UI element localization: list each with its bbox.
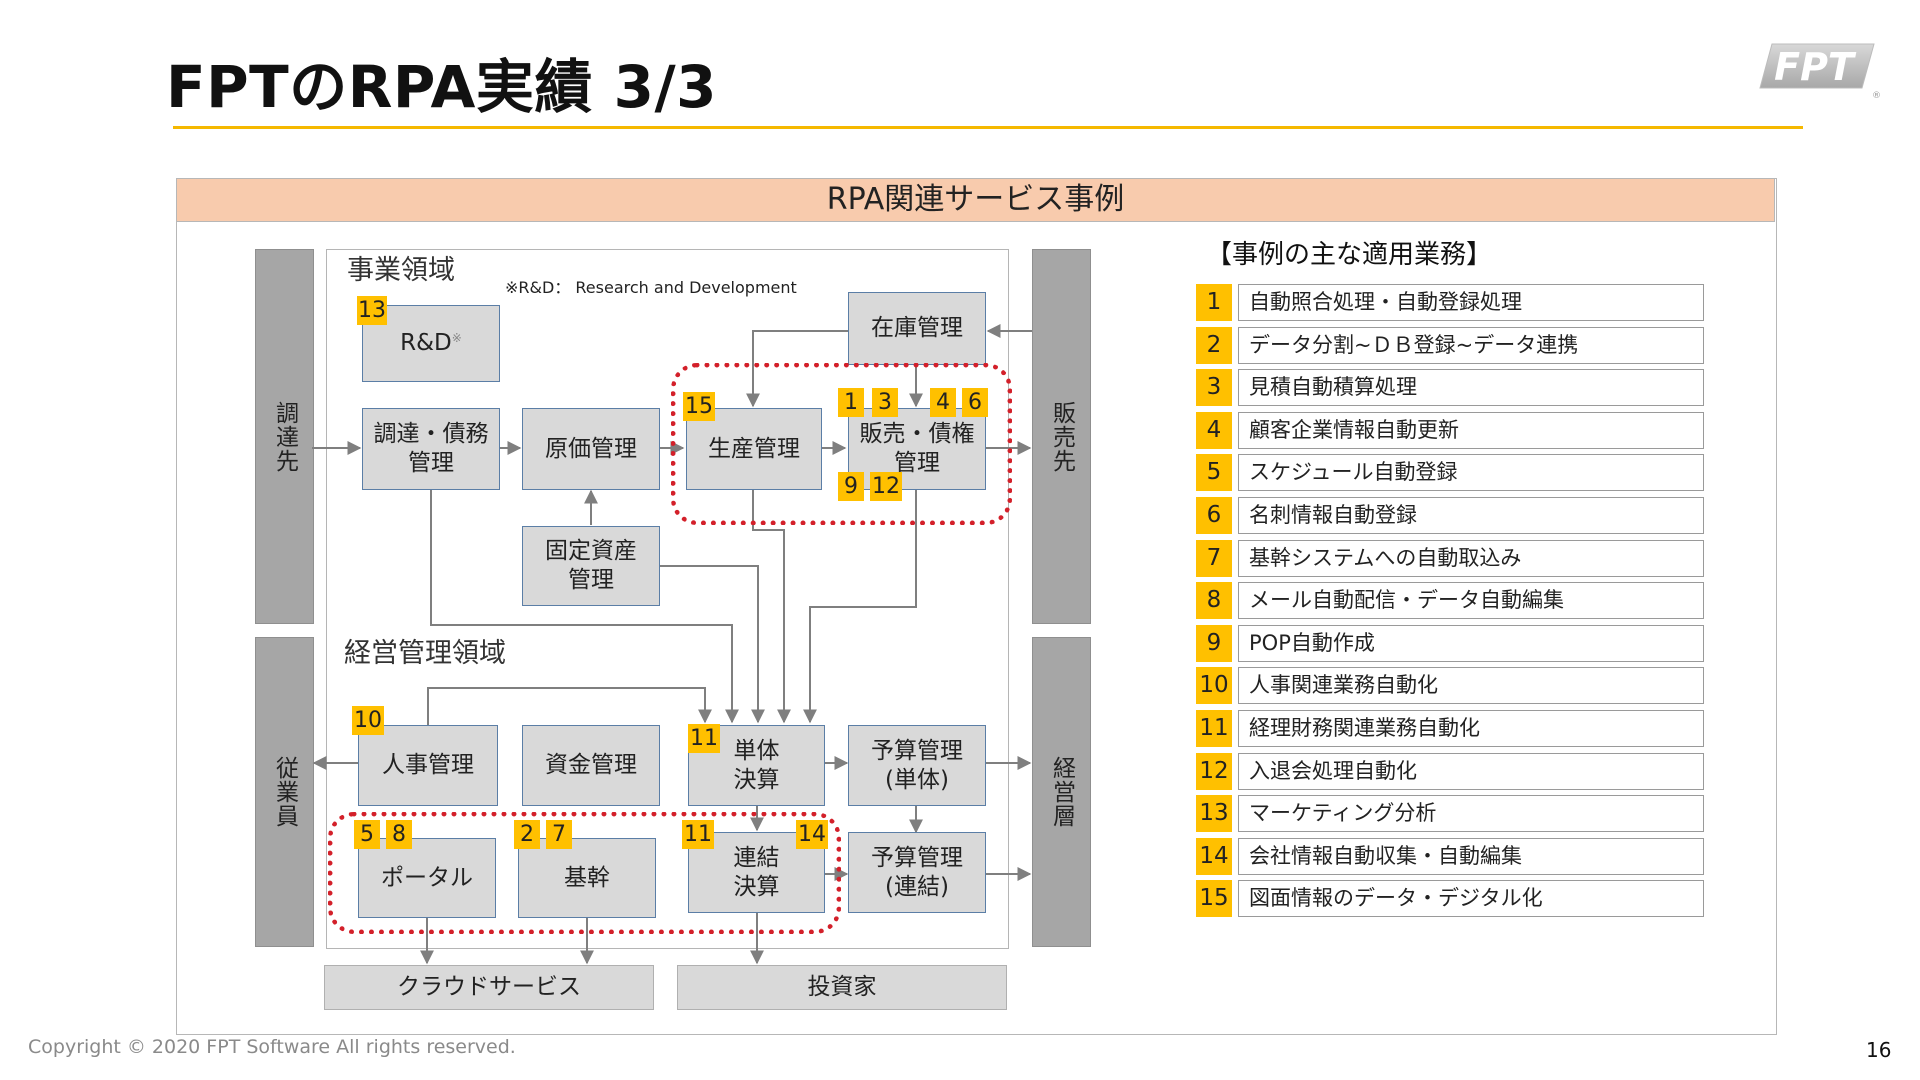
case-list-title: 【事例の主な適用業務】 bbox=[1206, 240, 1493, 270]
case-description: 名刺情報自動登録 bbox=[1238, 497, 1704, 534]
case-description: 図面情報のデータ・デジタル化 bbox=[1238, 880, 1704, 918]
badge-2: 2 bbox=[514, 820, 540, 849]
svg-text:®: ® bbox=[1872, 91, 1881, 101]
box-portal: ポータル bbox=[358, 838, 496, 918]
case-number: 5 bbox=[1196, 454, 1232, 492]
badge-14: 14 bbox=[796, 820, 828, 849]
pillar-employees: 従業員 bbox=[255, 637, 314, 947]
case-number: 6 bbox=[1196, 497, 1232, 534]
badge-15: 15 bbox=[683, 392, 715, 421]
case-number: 4 bbox=[1196, 411, 1232, 449]
case-description: POP自動作成 bbox=[1238, 624, 1704, 662]
box-cloud-services: クラウドサービス bbox=[324, 965, 654, 1010]
case-description: 自動照合処理・自動登録処理 bbox=[1238, 284, 1704, 321]
case-number: 15 bbox=[1196, 880, 1232, 918]
badge-11-consolidated: 11 bbox=[682, 820, 714, 849]
box-funds: 資金管理 bbox=[522, 725, 660, 806]
title-rule bbox=[173, 126, 1803, 129]
box-inventory: 在庫管理 bbox=[848, 292, 986, 365]
box-hr: 人事管理 bbox=[358, 725, 498, 806]
badge-9: 9 bbox=[838, 472, 864, 501]
badge-5: 5 bbox=[354, 820, 380, 849]
case-number: 7 bbox=[1196, 539, 1232, 577]
badge-11-single: 11 bbox=[688, 724, 720, 753]
badge-8: 8 bbox=[386, 820, 412, 849]
case-number: 10 bbox=[1196, 667, 1232, 705]
badge-4: 4 bbox=[930, 388, 956, 417]
case-description: 入退会処理自動化 bbox=[1238, 752, 1704, 790]
box-production: 生産管理 bbox=[686, 408, 822, 490]
pillar-executives: 経営層 bbox=[1032, 637, 1091, 947]
badge-3: 3 bbox=[872, 388, 898, 417]
case-number: 2 bbox=[1196, 326, 1232, 364]
management-area-label: 経営管理領域 bbox=[344, 638, 506, 669]
badge-7: 7 bbox=[546, 820, 572, 849]
case-number: 3 bbox=[1196, 369, 1232, 407]
pillar-suppliers: 調達先 bbox=[255, 249, 314, 624]
box-core-system: 基幹 bbox=[518, 838, 656, 918]
pillar-sales-destinations: 販売先 bbox=[1032, 249, 1091, 624]
badge-12: 12 bbox=[870, 472, 902, 501]
rnd-asterisk: ※ bbox=[451, 331, 462, 345]
case-description: メール自動配信・データ自動編集 bbox=[1238, 582, 1704, 620]
badge-13: 13 bbox=[357, 296, 387, 325]
page-number: 16 bbox=[1866, 1038, 1892, 1062]
case-description: 経理財務関連業務自動化 bbox=[1238, 710, 1704, 747]
highlight-portal-core-consolidated bbox=[328, 812, 841, 934]
case-number: 14 bbox=[1196, 837, 1232, 875]
case-description: スケジュール自動登録 bbox=[1238, 454, 1704, 492]
badge-1: 1 bbox=[838, 388, 864, 417]
box-procurement: 調達・債務 管理 bbox=[362, 408, 500, 490]
slide-title: FPTのRPA実績 3/3 bbox=[166, 53, 718, 121]
case-number: 13 bbox=[1196, 795, 1232, 833]
business-area-label: 事業領域 bbox=[347, 255, 455, 286]
case-description: 見積自動積算処理 bbox=[1238, 369, 1704, 407]
copyright: Copyright © 2020 FPT Software All rights… bbox=[28, 1036, 516, 1058]
case-description: 基幹システムへの自動取込み bbox=[1238, 539, 1704, 577]
case-number: 12 bbox=[1196, 752, 1232, 790]
case-number: 11 bbox=[1196, 710, 1232, 747]
case-number: 8 bbox=[1196, 582, 1232, 620]
box-budget-consolidated: 予算管理 (連結) bbox=[848, 832, 986, 913]
case-number: 9 bbox=[1196, 624, 1232, 662]
case-description: 顧客企業情報自動更新 bbox=[1238, 411, 1704, 449]
box-budget-single: 予算管理 (単体) bbox=[848, 725, 986, 806]
case-description: マーケティング分析 bbox=[1238, 795, 1704, 833]
badge-6: 6 bbox=[962, 388, 988, 417]
case-description: データ分割~ＤＢ登録~データ連携 bbox=[1238, 326, 1704, 364]
case-description: 会社情報自動収集・自動編集 bbox=[1238, 837, 1704, 875]
box-rnd-label: R&D bbox=[400, 330, 452, 356]
case-number: 1 bbox=[1196, 284, 1232, 321]
box-cost-management: 原価管理 bbox=[522, 408, 660, 490]
badge-10: 10 bbox=[352, 706, 384, 735]
diagram-header: RPA関連サービス事例 bbox=[176, 178, 1775, 222]
box-investors: 投資家 bbox=[677, 965, 1007, 1010]
rnd-note: ※R&D： Research and Development bbox=[505, 278, 797, 297]
logo-text: FPT bbox=[1774, 45, 1857, 89]
case-description: 人事関連業務自動化 bbox=[1238, 667, 1704, 705]
box-fixed-assets: 固定資産 管理 bbox=[522, 526, 660, 606]
highlight-production-sales bbox=[671, 363, 1012, 525]
fpt-logo: FPT ® bbox=[1752, 30, 1882, 110]
